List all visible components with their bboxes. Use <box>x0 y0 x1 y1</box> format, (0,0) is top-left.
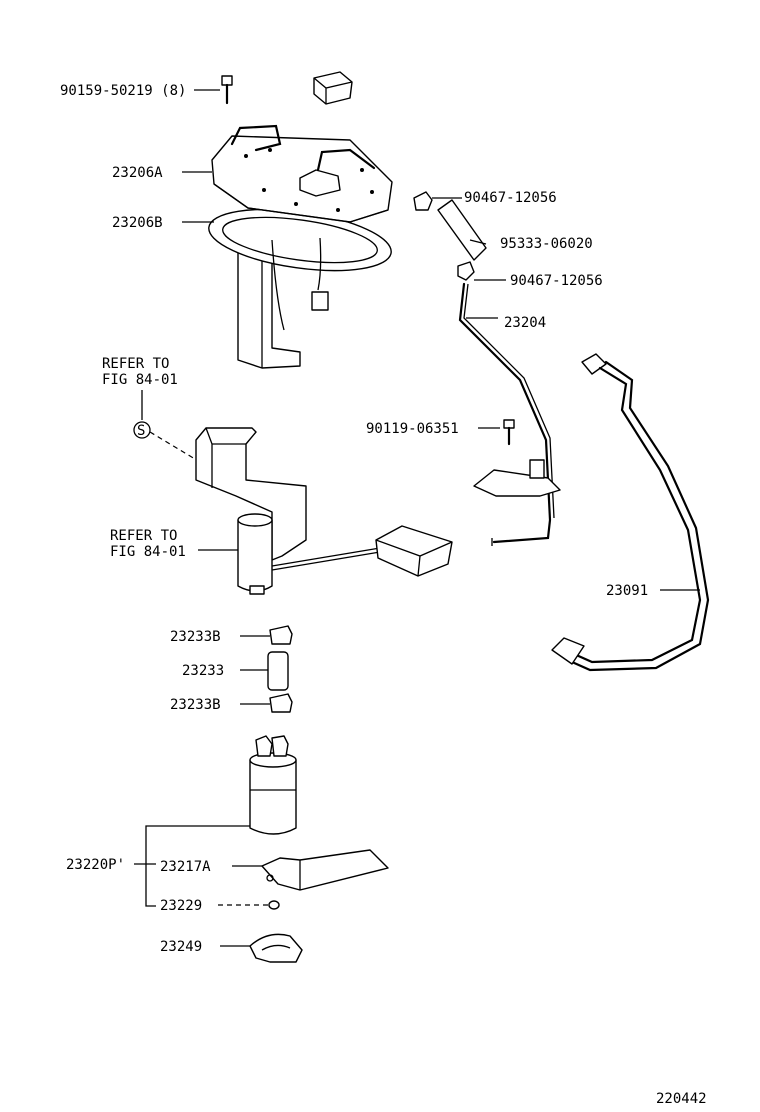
pump-bracket-assembly <box>208 124 393 369</box>
cushion-23249 <box>249 933 303 963</box>
label-23229: 23229 <box>160 898 202 914</box>
fuel-sender-gauge-drawing <box>195 427 453 595</box>
o-ring-23229 <box>268 900 280 910</box>
symbol-s-circle <box>133 421 151 439</box>
label-23091: 23091 <box>606 583 648 599</box>
bolt-90119-drawing <box>503 419 515 446</box>
label-23249: 23249 <box>160 939 202 955</box>
rubber-cap-drawing <box>313 71 353 105</box>
refer-note-1-line1: REFER TO <box>102 356 169 372</box>
fuel-pump-drawing <box>249 735 297 835</box>
label-23204: 23204 <box>504 315 546 331</box>
label-90467-12056-top: 90467-12056 <box>464 190 557 206</box>
label-23233: 23233 <box>182 663 224 679</box>
hose-clamp-23233B-top <box>269 625 293 645</box>
hose-23233 <box>267 651 289 691</box>
diagram-number: 220442 <box>656 1091 707 1107</box>
label-95333-06020: 95333-06020 <box>500 236 593 252</box>
refer-note-2-line2: FIG 84-01 <box>110 544 186 560</box>
hose-clamp-23233B-bottom <box>269 693 293 713</box>
fuel-filter-drawing <box>261 849 389 891</box>
label-90467-12056-bottom: 90467-12056 <box>510 273 603 289</box>
label-23206B: 23206B <box>112 215 163 231</box>
bolt-90159-drawing <box>194 75 233 105</box>
refer-note-1-line2: FIG 84-01 <box>102 372 178 388</box>
label-23233B-bottom: 23233B <box>170 697 221 713</box>
label-23206A: 23206A <box>112 165 163 181</box>
label-23220P: 23220P' <box>66 857 125 873</box>
label-23233B-top: 23233B <box>170 629 221 645</box>
hose-clamp-tube-drawing <box>413 191 561 546</box>
label-23217A: 23217A <box>160 859 211 875</box>
label-90119-06351: 90119-06351 <box>366 421 459 437</box>
tube-23091-drawing <box>551 353 710 672</box>
symbol-s-letter: S <box>137 423 145 439</box>
label-90159-50219: 90159-50219 (8) <box>60 83 186 99</box>
refer-note-2-line1: REFER TO <box>110 528 177 544</box>
